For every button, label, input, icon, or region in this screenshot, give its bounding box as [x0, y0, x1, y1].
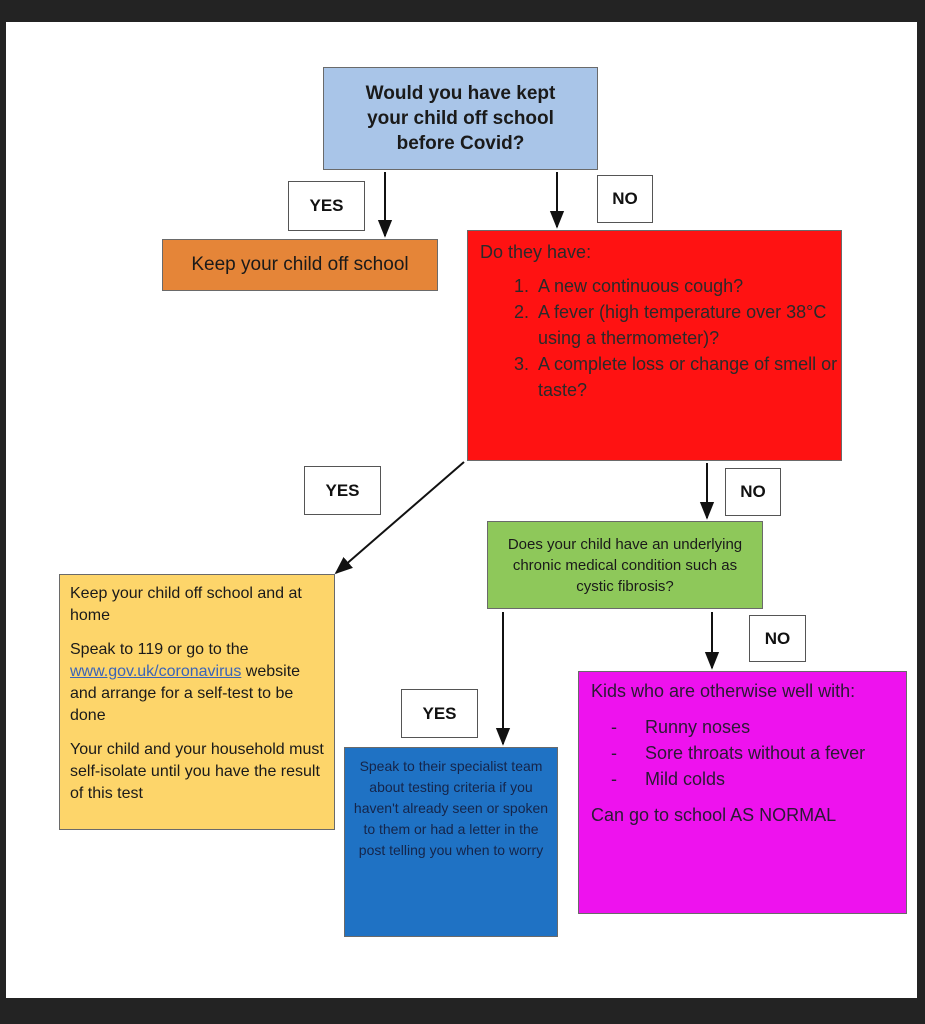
- yes-label-2: YES: [304, 466, 381, 515]
- mild-symptoms-list: Runny noses Sore throats without a fever…: [591, 714, 896, 792]
- mild-symptom-item: Mild colds: [611, 766, 896, 792]
- symptom-item: A fever (high temperature over 38°C usin…: [534, 299, 841, 351]
- yes-label-3: YES: [401, 689, 478, 738]
- isolate-speak-text: Speak to 119 or go to the www.gov.uk/cor…: [70, 641, 301, 724]
- yes-label-1: YES: [288, 181, 365, 231]
- school-as-normal-box: Kids who are otherwise well with: Runny …: [578, 671, 907, 914]
- symptom-item: A complete loss or change of smell or ta…: [534, 351, 841, 403]
- mild-symptom-item: Sore throats without a fever: [611, 740, 896, 766]
- isolate-household-text: Your child and your household must self-…: [70, 741, 324, 802]
- normal-intro: Kids who are otherwise well with:: [591, 681, 856, 701]
- symptoms-intro: Do they have:: [480, 242, 592, 262]
- start-question-text: Would you have kept your child off schoo…: [365, 83, 556, 154]
- mild-symptom-item: Runny noses: [611, 714, 896, 740]
- gov-uk-coronavirus-link[interactable]: www.gov.uk/coronavirus: [70, 663, 242, 680]
- normal-outro: Can go to school AS NORMAL: [591, 805, 837, 825]
- start-question-box: Would you have kept your child off schoo…: [323, 67, 598, 170]
- symptom-item: A new continuous cough?: [534, 273, 841, 299]
- chronic-condition-text: Does your child have an underlying chron…: [507, 535, 743, 595]
- no-label-1: NO: [597, 175, 653, 223]
- keep-off-school-box: Keep your child off school: [162, 239, 438, 291]
- chronic-condition-box: Does your child have an underlying chron…: [487, 521, 763, 609]
- symptoms-question-box: Do they have: A new continuous cough? A …: [467, 230, 842, 461]
- specialist-team-box: Speak to their specialist team about tes…: [344, 747, 558, 937]
- self-isolate-box: Keep your child off school and at home S…: [59, 574, 335, 830]
- symptoms-list: A new continuous cough? A fever (high te…: [480, 273, 841, 403]
- no-label-2: NO: [725, 468, 781, 516]
- no-label-3: NO: [749, 615, 806, 662]
- isolate-keep-home-text: Keep your child off school and at home: [70, 585, 302, 624]
- keep-off-school-text: Keep your child off school: [191, 254, 409, 275]
- specialist-team-text: Speak to their specialist team about tes…: [353, 758, 549, 858]
